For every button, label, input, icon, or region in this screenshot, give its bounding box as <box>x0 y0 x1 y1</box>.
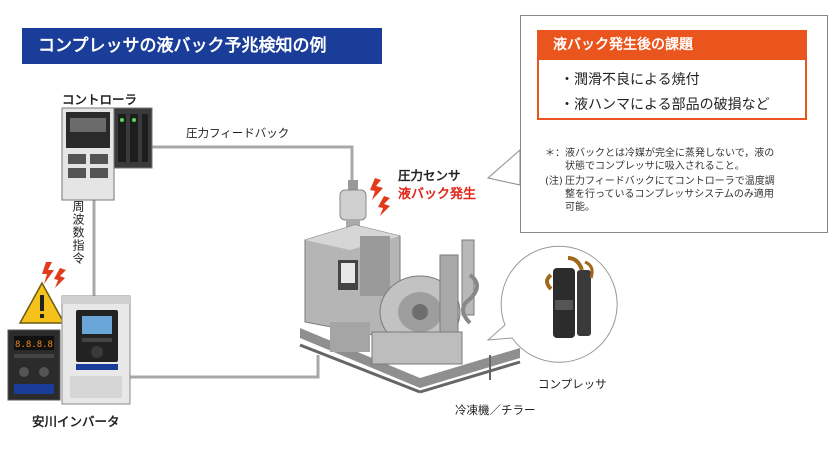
sensor-spark-icon <box>370 178 390 216</box>
page-title: コンプレッサの液バック予兆検知の例 <box>22 28 382 64</box>
spark-icon <box>42 262 66 288</box>
pressure-feedback-line <box>152 145 354 185</box>
inverter-output-line <box>128 355 320 379</box>
note-mark-2: (注) <box>545 176 563 187</box>
svg-text:8.8.8.8: 8.8.8.8 <box>15 340 53 350</box>
chiller-label: 冷凍機／チラー <box>455 403 536 417</box>
pressure-feedback-label: 圧力フィードバック <box>186 126 290 140</box>
controller-label: コントローラ <box>62 92 138 107</box>
note-2-line-b: 整を行っているコンプレッサシステムのみ適用 <box>565 189 774 200</box>
note-mark-1: ＊： <box>545 148 565 159</box>
warning-icon <box>18 281 66 324</box>
frequency-command-label: 周波数指令 <box>71 200 85 265</box>
inverter-label: 安川インバータ <box>32 414 120 429</box>
compressor-device <box>545 256 594 338</box>
note-1-line-b: 状態でコンプレッサに吸入されること。 <box>565 161 745 172</box>
pressure-sensor-label: 圧力センサ <box>398 168 461 183</box>
chiller-machine <box>299 224 521 394</box>
inverter-device <box>61 295 131 405</box>
small-inverter-device: 8.8.8.8 <box>7 329 61 401</box>
liquid-back-label: 液バック発生 <box>398 187 477 202</box>
note-2-line-a: 圧力フィードバックにてコントローラで温度調 <box>565 176 775 187</box>
note-1-line-a: 液バックとは冷媒が完全に蒸発しないで，液の <box>565 148 775 159</box>
controller-device <box>61 107 153 201</box>
compressor-label: コンプレッサ <box>538 377 607 391</box>
compressor-bubble <box>486 245 618 363</box>
connection-lines <box>92 145 354 379</box>
issue-item-1: ・潤滑不良による焼付 <box>560 72 700 88</box>
issue-item-2: ・液ハンマによる部品の破損など <box>560 97 770 113</box>
issue-heading: 液バック発生後の課題 <box>537 30 807 60</box>
callout-pointer <box>486 148 521 186</box>
note-2-line-c: 可能。 <box>565 202 595 213</box>
